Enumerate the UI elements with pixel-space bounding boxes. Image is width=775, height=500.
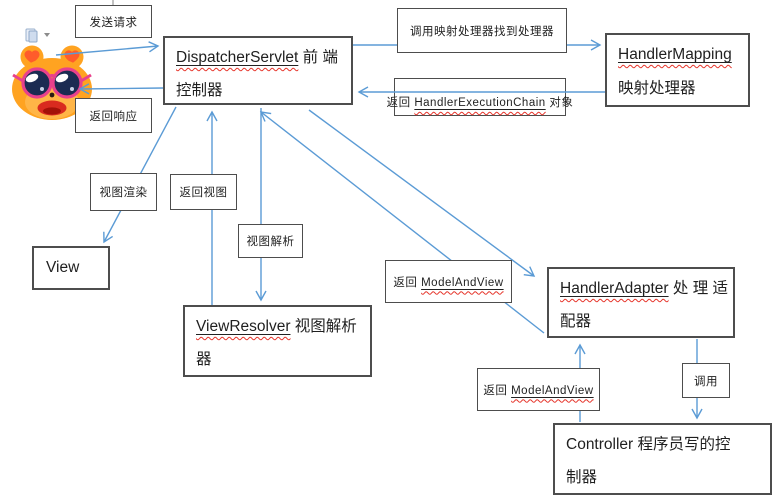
return-response-text: 返回响应 [89, 110, 138, 123]
label-return-modelandview-upper: 返回 ModelAndView [385, 260, 512, 303]
paste-page-front [28, 30, 38, 43]
paste-options-icon[interactable] [24, 27, 54, 44]
view-box: View [32, 246, 110, 290]
left-ear-heart [24, 50, 40, 64]
label-return-modelandview-lower: 返回 ModelAndView [477, 368, 600, 411]
label-send-request: 发送请求 [75, 5, 152, 38]
label-call-mapping: 调用映射处理器找到处理器 [397, 8, 567, 53]
dispatcher-line1: DispatcherServlet 前 端 [176, 49, 338, 66]
view-resolver-line2: 器 [196, 351, 212, 368]
view-parse-text: 视图解析 [246, 236, 295, 248]
glasses-right-temple [80, 73, 92, 83]
handler-adapter-line2: 配器 [560, 313, 592, 330]
label-return-handler-execution-chain: 返回 HandlerExecutionChain 对象 [387, 78, 573, 116]
send-request-text: 发送请求 [89, 16, 138, 29]
handler-mapping-box: HandlerMapping 映射处理器 [605, 33, 750, 107]
controller-line1: Controller 程序员写的控 [566, 436, 731, 453]
return-mav-lower-text: 返回 ModelAndView [483, 384, 594, 397]
glasses-left-lens [21, 67, 53, 99]
controller-line2: 制器 [566, 469, 598, 486]
handler-adapter-line1: HandlerAdapter 处 理 适 [560, 280, 728, 297]
label-view-parse: 视图解析 [238, 224, 303, 258]
handler-adapter-box: HandlerAdapter 处 理 适 配器 [547, 267, 735, 338]
right-lens-shine [55, 73, 69, 83]
label-return-view: 返回视图 [170, 174, 237, 210]
hamster-mascot-sticker [12, 45, 92, 120]
left-lens-shine [25, 73, 39, 83]
handler-mapping-line2: 映射处理器 [618, 80, 696, 97]
call-mapping-text: 调用映射处理器找到处理器 [410, 25, 554, 38]
dispatcher-line2: 控制器 [176, 82, 223, 99]
return-view-text: 返回视图 [179, 187, 228, 199]
controller-box: Controller 程序员写的控 制器 [553, 423, 772, 495]
view-resolver-line1: ViewResolver 视图解析 [196, 318, 357, 335]
left-lens-glint [40, 87, 44, 91]
mascot-mouth-inner [43, 107, 61, 115]
label-view-render: 视图渲染 [90, 173, 157, 211]
return-mav-upper-text: 返回 ModelAndView [393, 276, 504, 289]
dropdown-arrow-icon [44, 33, 50, 37]
mascot-nose [49, 92, 55, 98]
label-call: 调用 [682, 363, 730, 398]
label-return-response: 返回响应 [75, 98, 152, 133]
view-resolver-box: ViewResolver 视图解析 器 [183, 305, 372, 377]
return-chain-text: 返回 HandlerExecutionChain 对象 [386, 97, 574, 109]
view-text: View [46, 259, 80, 276]
dispatcher-servlet-box: DispatcherServlet 前 端 控制器 [163, 36, 353, 105]
glasses-right-lens [51, 67, 83, 99]
glasses-left-temple [12, 73, 24, 83]
view-render-text: 视图渲染 [99, 187, 148, 199]
call-text: 调用 [694, 375, 718, 388]
right-lens-glint [70, 87, 74, 91]
handler-mapping-line1: HandlerMapping [618, 46, 732, 63]
arrow-dispatch-to-adapter [308, 109, 536, 277]
